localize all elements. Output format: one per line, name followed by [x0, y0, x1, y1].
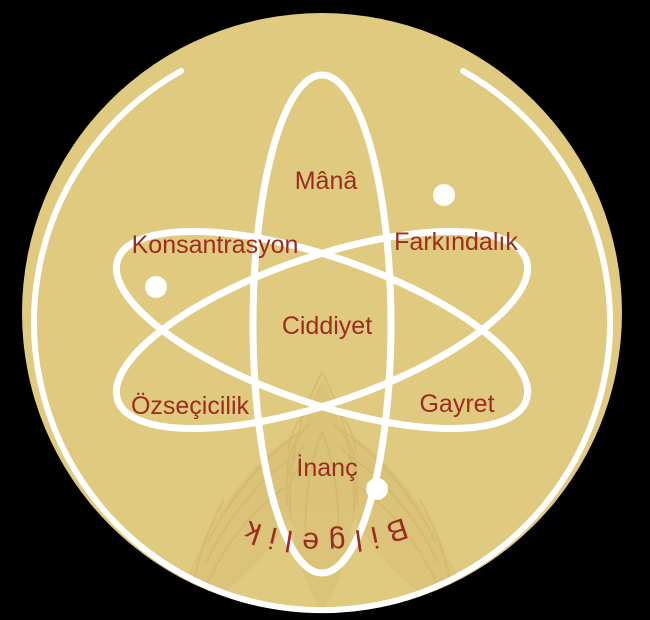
emblem-disc	[22, 13, 622, 613]
label-inanc: İnanç	[296, 453, 357, 482]
orbit-diagonal-right	[112, 227, 532, 433]
electron-left-icon	[145, 276, 167, 298]
label-ciddiyet: Ciddiyet	[282, 312, 372, 340]
label-konsantrasyon: Konsantrasyon	[132, 231, 299, 259]
orbit-vertical	[249, 71, 395, 577]
label-gayret: Gayret	[419, 390, 494, 418]
orbit-diagonal-left	[112, 227, 532, 433]
feather-watermark	[172, 371, 472, 613]
label-ozsecicilik: Özseçicilik	[131, 392, 250, 420]
outer-ring-arc	[31, 68, 613, 614]
label-farkindalik: Farkındalık	[394, 228, 518, 256]
label-mana: Mânâ	[295, 167, 358, 195]
electron-right-icon	[433, 184, 455, 206]
electron-bottom-icon	[366, 478, 388, 500]
